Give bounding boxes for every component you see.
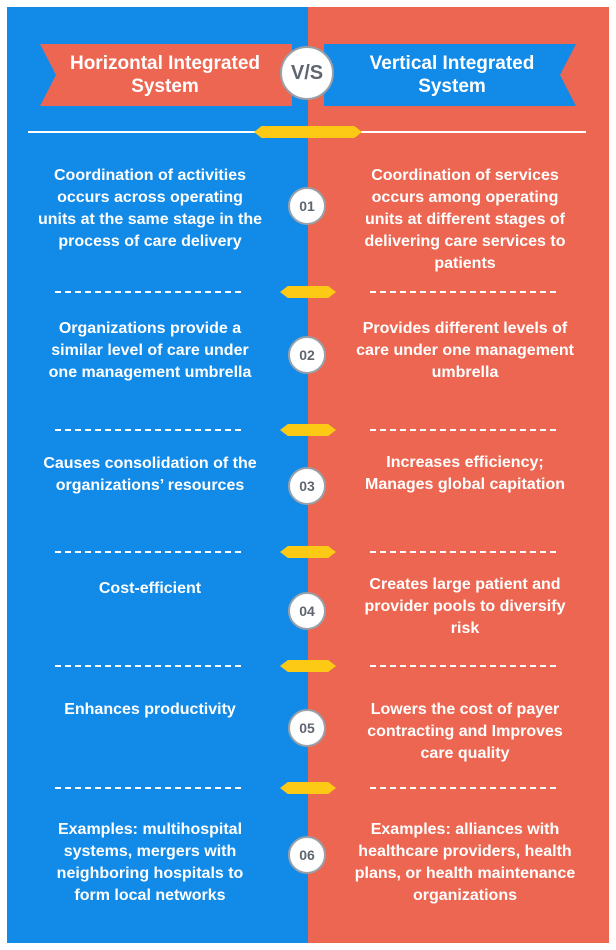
header-divider-pill [254, 126, 362, 138]
row-divider-dashed-right [370, 787, 556, 789]
vertical-point: Provides different levels of care under … [356, 320, 574, 381]
row-divider-dashed-left [55, 429, 241, 431]
banner-ribbon-right-icon [324, 44, 576, 106]
row-divider-dashed-left [55, 787, 241, 789]
row-number-badge: 04 [288, 592, 326, 630]
horizontal-title: Horizontal Integrated System [69, 53, 260, 97]
row-divider-pill [280, 782, 336, 794]
row-divider-dashed-left [55, 551, 241, 553]
vertical-point: Creates large patient and provider pools… [364, 576, 566, 637]
vertical-point: Increases efficiency; Manages global cap… [364, 454, 566, 493]
horizontal-point: Causes consolidation of the organization… [43, 455, 257, 494]
vertical-point: Coordination of services occurs among op… [364, 167, 566, 272]
row-divider-pill [280, 660, 336, 672]
vertical-point: Lowers the cost of payer contracting and… [367, 701, 563, 762]
vertical-point: Examples: alliances with healthcare prov… [354, 821, 576, 904]
horizontal-point: Examples: multihospital systems, mergers… [56, 821, 244, 904]
vs-badge: V/S [280, 46, 334, 100]
vertical-banner: Vertical Integrated System [324, 44, 576, 106]
vertical-title: Vertical Integrated System [369, 53, 535, 97]
row-number-badge: 03 [288, 467, 326, 505]
row-divider-dashed-left [55, 291, 241, 293]
row-number-badge: 05 [288, 709, 326, 747]
row-divider-dashed-left [55, 665, 241, 667]
row-divider-pill [280, 286, 336, 298]
row-number-badge: 01 [288, 187, 326, 225]
horizontal-point: Coordination of activities occurs across… [37, 167, 263, 250]
horizontal-point: Enhances productivity [64, 701, 236, 718]
row-divider-dashed-right [370, 291, 556, 293]
horizontal-point: Cost-efficient [98, 580, 202, 597]
horizontal-point: Organizations provide a similar level of… [48, 320, 252, 381]
row-divider-pill [280, 424, 336, 436]
horizontal-banner: Horizontal Integrated System [40, 44, 292, 106]
row-divider-dashed-right [370, 665, 556, 667]
row-divider-dashed-right [370, 429, 556, 431]
row-divider-dashed-right [370, 551, 556, 553]
banner-ribbon-left-icon [40, 44, 292, 106]
row-number-badge: 06 [288, 836, 326, 874]
row-divider-pill [280, 546, 336, 558]
row-number-badge: 02 [288, 336, 326, 374]
